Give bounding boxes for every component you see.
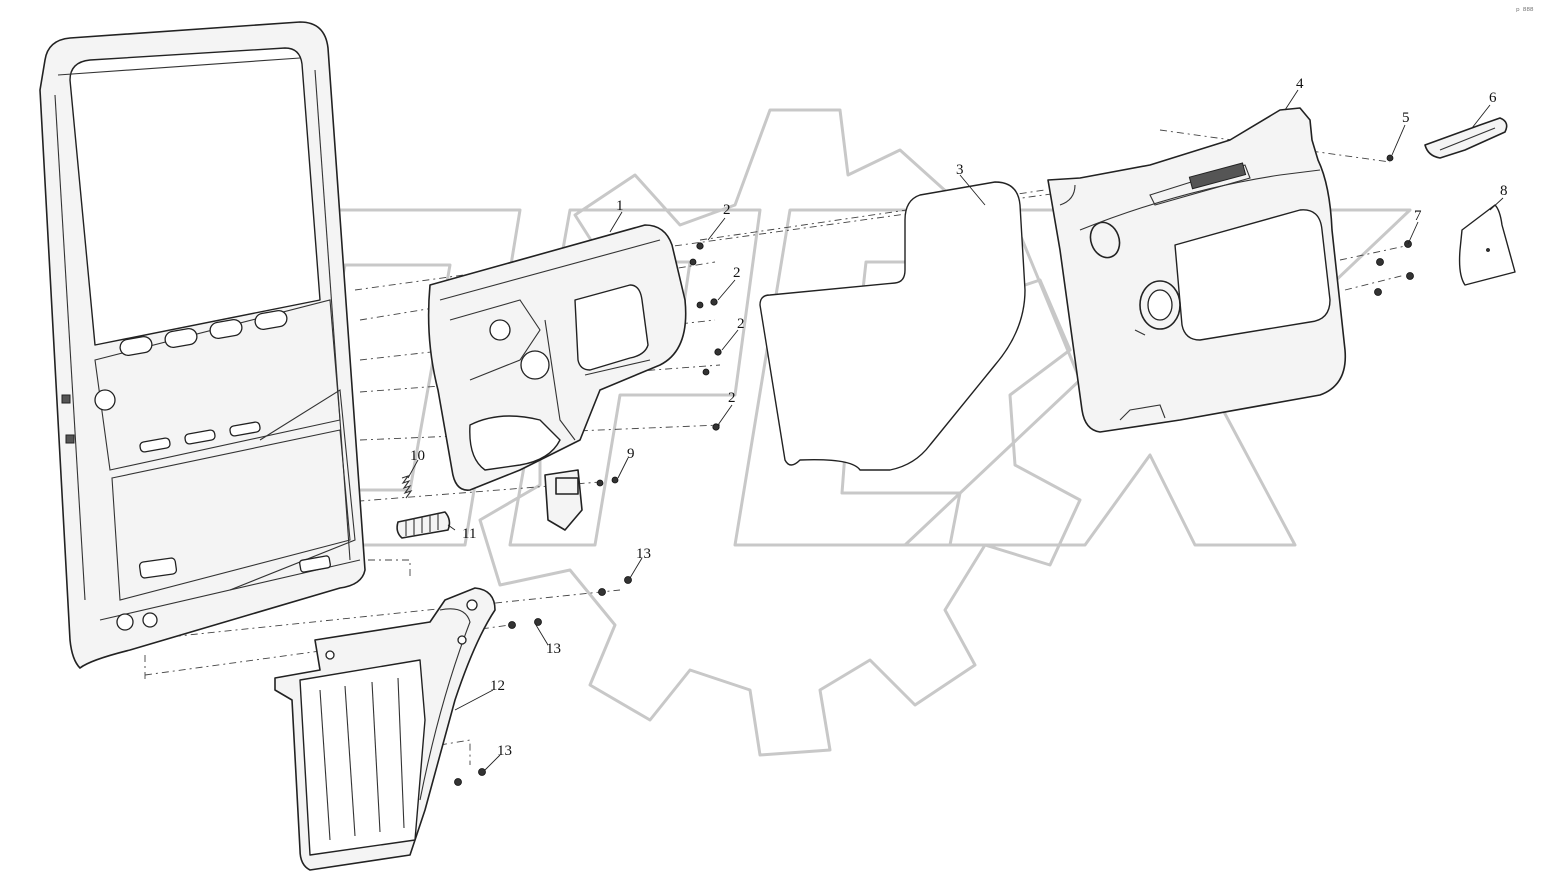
callout-10: 10 (410, 448, 425, 464)
callout-2-lower: 2 (728, 390, 736, 406)
callout-7-cover: 8 (1500, 183, 1508, 199)
part-10-spring (401, 474, 413, 499)
part-1-inner-panel (427, 224, 687, 531)
callout-3: 3 (956, 162, 964, 178)
part-6-handle-trim (1424, 117, 1508, 159)
part-8-corner-cover (1458, 204, 1516, 286)
callout-7: 7 (1414, 208, 1422, 224)
callout-5: 5 (1402, 110, 1410, 126)
part-11-grille (396, 511, 451, 539)
callout-2-middle: 2 (733, 265, 741, 281)
callout-2-center: 2 (737, 316, 745, 332)
callout-13-middle: 13 (546, 641, 561, 657)
callout-9: 9 (627, 446, 635, 462)
callout-13-lower: 13 (497, 743, 512, 759)
part-4-trim-panel (1047, 107, 1347, 433)
fasteners (454, 154, 1414, 786)
corner-mark: ᵖ ⁸⁸⁸ (1516, 7, 1534, 17)
part-3-insulation-sheet (759, 181, 1026, 471)
callout-13-upper: 13 (636, 546, 651, 562)
callout-6: 6 (1489, 90, 1497, 106)
part-12-lower-bin (274, 587, 496, 871)
callout-12: 12 (490, 678, 505, 694)
callout-labels: 1 2 2 2 2 3 4 5 6 8 7 9 10 11 12 13 13 1… (410, 76, 1508, 759)
callout-2-upper: 2 (723, 202, 731, 218)
leader-lines (407, 89, 1504, 771)
callout-1: 1 (616, 198, 624, 214)
callout-11: 11 (462, 526, 476, 542)
door-frame (39, 21, 366, 669)
callout-4: 4 (1296, 76, 1304, 92)
